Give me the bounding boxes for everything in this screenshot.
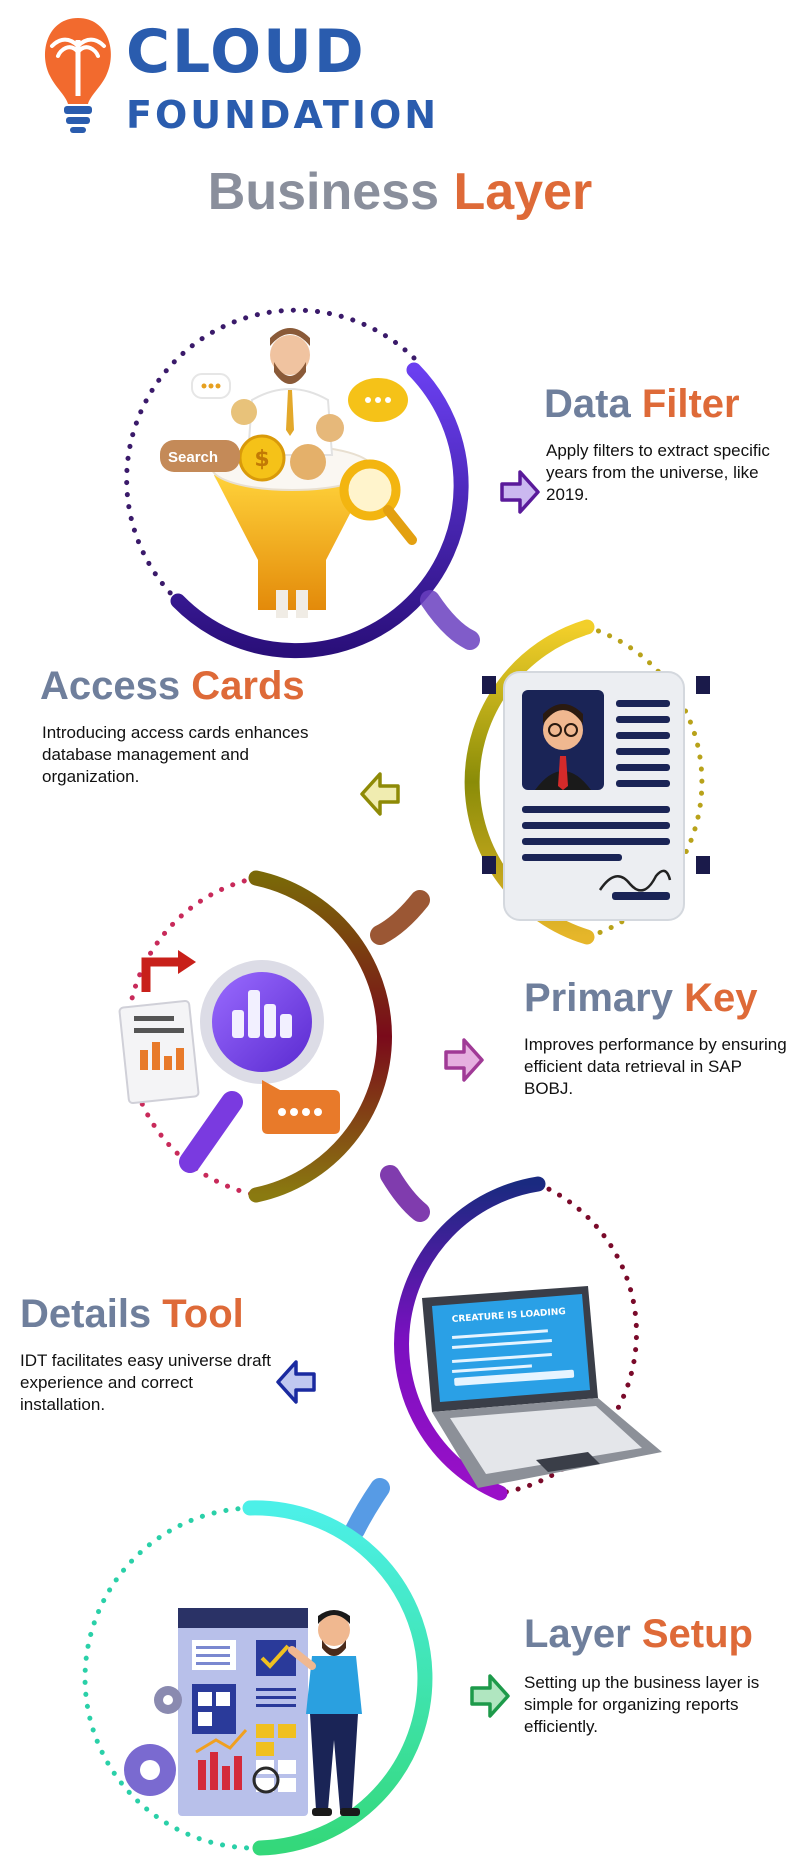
page-title-word1: Business bbox=[207, 163, 439, 221]
section-body-data-filter: Apply filters to extract specific years … bbox=[546, 441, 770, 504]
arc-4 bbox=[394, 1176, 546, 1501]
arc-3 bbox=[248, 870, 393, 1203]
connector-1 bbox=[420, 590, 480, 650]
section-title-layer-setup: Layer Setup bbox=[524, 1612, 753, 1656]
brand-logo-icon bbox=[45, 18, 111, 133]
magnifier-chart-icon bbox=[118, 950, 340, 1173]
svg-text:$: $ bbox=[254, 447, 269, 472]
arrow-right-icon bbox=[500, 470, 540, 514]
page-title-word2: Layer bbox=[453, 163, 593, 221]
search-pill-label: Search bbox=[168, 449, 218, 466]
section-title-data-filter: Data Filter bbox=[544, 382, 740, 426]
arc-5 bbox=[242, 1500, 433, 1856]
arc-1 bbox=[170, 362, 469, 659]
section-body-primary-key: Improves performance by ensuring efficie… bbox=[524, 1035, 787, 1098]
page-title: Business Layer bbox=[0, 166, 800, 218]
section-title-details-tool: Details Tool bbox=[20, 1292, 244, 1336]
id-card-icon bbox=[482, 671, 710, 921]
arrow-left-icon bbox=[360, 772, 400, 816]
arrow-right-icon bbox=[470, 1674, 510, 1718]
dotted-ring-5 bbox=[82, 1505, 263, 1851]
connector-2 bbox=[370, 890, 430, 945]
section-body-details-tool: IDT facilitates easy universe draft expe… bbox=[20, 1351, 272, 1414]
section-title-primary-key: Primary Key bbox=[524, 976, 758, 1020]
section-body-layer-setup: Setting up the business layer is simple … bbox=[524, 1673, 760, 1736]
section-title-access-cards: Access Cards bbox=[40, 664, 305, 708]
dotted-ring-1 bbox=[124, 307, 417, 604]
arrow-right-icon bbox=[444, 1038, 484, 1082]
arrow-left-icon bbox=[276, 1360, 316, 1404]
section-body-access-cards: Introducing access cards enhances databa… bbox=[42, 723, 309, 786]
dotted-ring-4 bbox=[497, 1181, 639, 1496]
funnel-search-icon: $ Search bbox=[160, 328, 417, 618]
connector-4 bbox=[345, 1478, 390, 1540]
dashboard-person-icon bbox=[124, 1608, 362, 1816]
laptop-icon: CREATURE IS LOADING bbox=[422, 1286, 662, 1488]
brand-name-line1: CLOUD bbox=[126, 17, 366, 87]
brand-name-line2: FOUNDATION bbox=[126, 93, 440, 137]
connector-3 bbox=[380, 1165, 430, 1222]
